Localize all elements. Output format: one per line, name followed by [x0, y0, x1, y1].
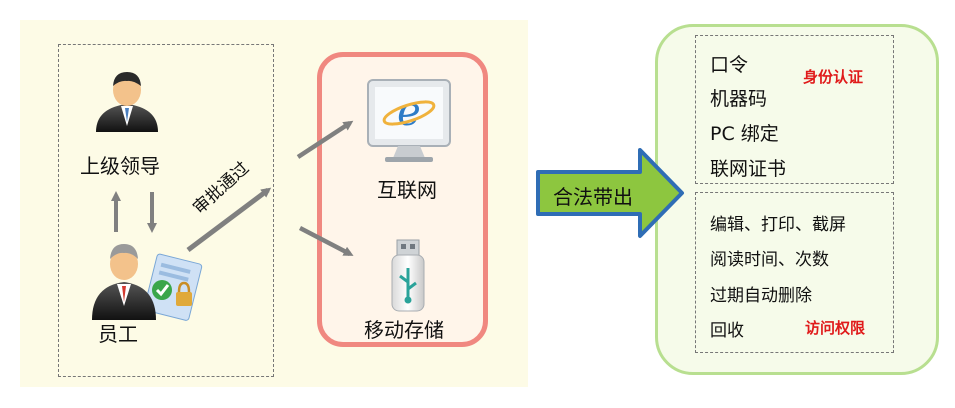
leader-label: 上级领导 [80, 154, 160, 178]
arrow-to-storage [298, 226, 354, 256]
internet-icon: e [367, 79, 451, 162]
auth-box [695, 35, 894, 184]
access-item-read-limits: 阅读时间、次数 [710, 250, 829, 270]
controls-panel [655, 24, 939, 375]
auth-title: 身份认证 [803, 68, 864, 86]
auth-item-password: 口令 [710, 54, 749, 76]
usb-storage-icon [391, 239, 425, 312]
legal-export-label: 合法带出 [553, 185, 633, 209]
access-item-recall: 回收 [710, 321, 744, 341]
approval-arrow [186, 187, 272, 252]
access-box [695, 192, 894, 353]
access-title: 访问权限 [805, 319, 866, 337]
legal-export-arrow [536, 148, 684, 238]
approval-flow-box [58, 44, 274, 377]
auth-item-machine-code: 机器码 [710, 88, 768, 110]
mobile-storage-label: 移动存储 [364, 318, 444, 342]
access-item-edit-print: 编辑、打印、截屏 [710, 215, 846, 235]
employee-label: 员工 [98, 322, 138, 346]
employee-icon [92, 244, 203, 321]
svg-text:e: e [397, 89, 421, 135]
leader-icon [96, 72, 158, 132]
internet-label: 互联网 [377, 178, 437, 202]
arrow-to-internet [296, 120, 354, 159]
auth-item-pc-binding: PC 绑定 [710, 123, 779, 145]
access-item-auto-delete: 过期自动删除 [710, 286, 812, 306]
auth-item-certificate: 联网证书 [710, 158, 787, 180]
